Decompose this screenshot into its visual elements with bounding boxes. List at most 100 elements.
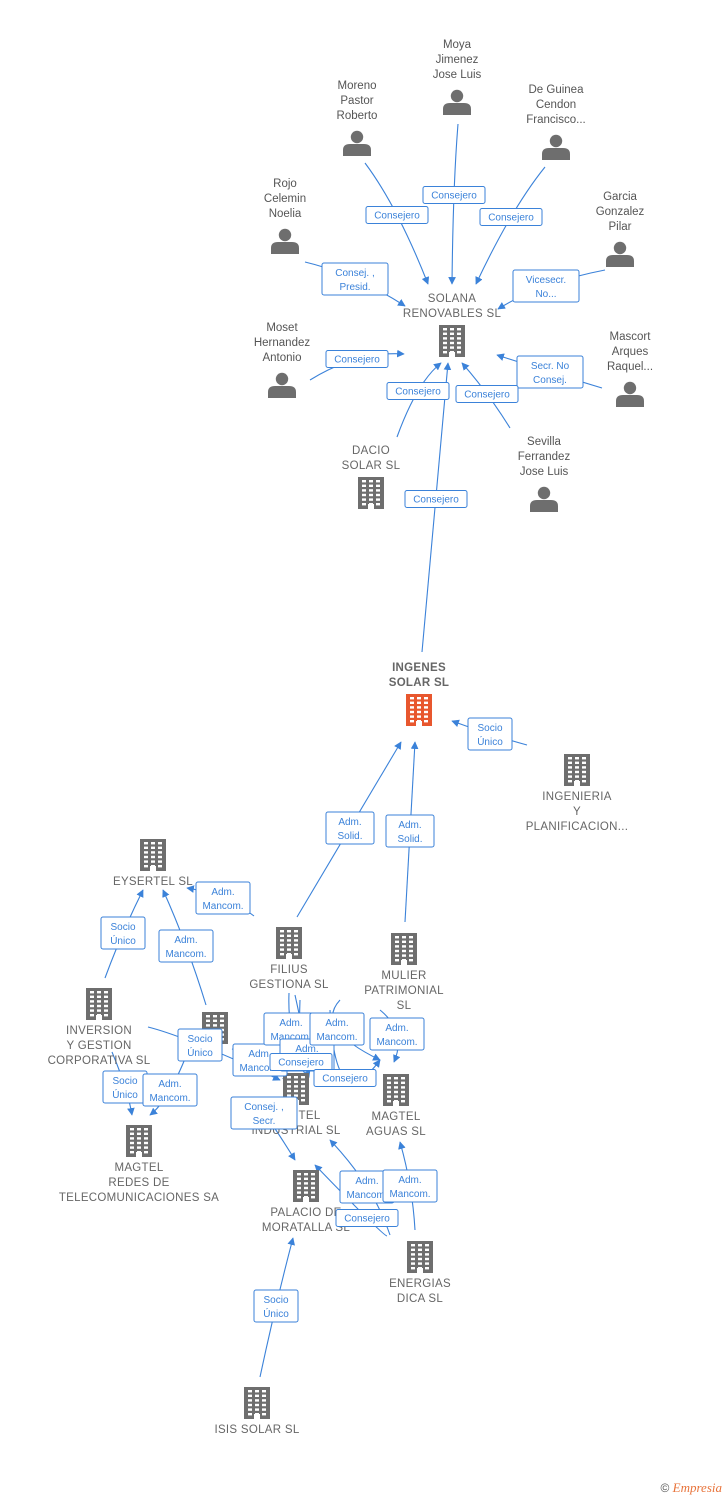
node-label[interactable]: FILIUS [270, 964, 308, 976]
relation-label[interactable]: Consejero [404, 490, 468, 508]
person-icon[interactable] [530, 486, 558, 512]
relation-label[interactable]: Consej. ,Secr. [230, 1096, 298, 1130]
node-label[interactable]: Ferrandez [518, 451, 571, 463]
node-label[interactable]: MORATALLA SL [262, 1222, 350, 1234]
node-label[interactable]: Roberto [337, 110, 378, 122]
node-label[interactable]: SOLAR SL [342, 460, 401, 472]
relation-label[interactable]: Consejero [313, 1069, 377, 1087]
node-deguinea[interactable]: De GuineaCendonFrancisco... [526, 84, 586, 160]
node-label[interactable]: DACIO [352, 445, 390, 457]
relation-label[interactable]: Consejero [335, 1209, 399, 1227]
node-label[interactable]: SOLAR SL [389, 677, 450, 689]
building-icon[interactable] [564, 754, 590, 786]
node-label[interactable]: SOLANA [428, 293, 476, 305]
node-label[interactable]: Arques [612, 346, 649, 358]
node-label[interactable]: SL [397, 1000, 412, 1012]
node-label[interactable]: Gonzalez [596, 206, 645, 218]
building-icon[interactable] [244, 1387, 270, 1419]
node-ingenieria[interactable]: INGENIERIA Y PLANIFICACION... [526, 754, 629, 833]
person-icon[interactable] [268, 372, 296, 398]
node-palacio[interactable]: PALACIO DE MORATALLA SL [262, 1170, 350, 1234]
node-label[interactable]: TELECOMUNICACIONES SA [59, 1192, 219, 1204]
node-label[interactable]: Cendon [536, 99, 576, 111]
person-icon[interactable] [443, 89, 471, 115]
node-label[interactable]: Celemin [264, 193, 306, 205]
node-label[interactable]: MAGTEL [371, 1111, 420, 1123]
relation-label[interactable]: Consejero [479, 208, 543, 226]
building-icon[interactable] [86, 988, 112, 1020]
node-label[interactable]: ISIS SOLAR SL [214, 1424, 299, 1436]
node-label[interactable]: Garcia [603, 191, 637, 203]
node-label[interactable]: PLANIFICACION... [526, 821, 629, 833]
relation-label[interactable]: Adm.Solid. [325, 811, 375, 845]
node-energias[interactable]: ENERGIAS DICA SL [389, 1241, 451, 1305]
building-icon[interactable] [358, 477, 384, 509]
person-icon[interactable] [343, 130, 371, 156]
node-label[interactable]: De Guinea [529, 84, 585, 96]
node-label[interactable]: Sevilla [527, 436, 561, 448]
relation-label[interactable]: Adm.Mancom. [142, 1073, 198, 1107]
relation-label[interactable]: Consej. ,Presid. [321, 262, 389, 296]
relation-label[interactable]: Adm.Mancom. [195, 881, 251, 915]
building-icon[interactable] [276, 927, 302, 959]
person-icon[interactable] [542, 134, 570, 160]
relation-label[interactable]: Consejero [269, 1053, 333, 1071]
node-label[interactable]: INGENES [392, 662, 446, 674]
relation-label[interactable]: Adm.Mancom. [158, 929, 214, 963]
node-label[interactable]: INGENIERIA [542, 791, 611, 803]
node-ingenes[interactable]: INGENES SOLAR SL [389, 662, 450, 726]
node-label[interactable]: ENERGIAS [389, 1278, 451, 1290]
node-label[interactable]: Antonio [262, 352, 301, 364]
node-label[interactable]: Y GESTION [66, 1040, 131, 1052]
node-mulier[interactable]: MULIER PATRIMONIAL SL [364, 933, 444, 1012]
relation-label[interactable]: Vicesecr.No... [512, 269, 580, 303]
relation-label[interactable]: Consejero [455, 385, 519, 403]
node-inversion[interactable]: INVERSION Y GESTION CORPORATIVA SL [48, 988, 151, 1067]
relation-label[interactable]: Adm.Mancom. [382, 1169, 438, 1203]
node-label[interactable]: MULIER [381, 970, 426, 982]
node-label[interactable]: EYSERTEL SL [113, 876, 193, 888]
building-icon[interactable] [439, 325, 465, 357]
node-label[interactable]: Raquel... [607, 361, 653, 373]
node-label[interactable]: INVERSION [66, 1025, 132, 1037]
node-label[interactable]: PATRIMONIAL [364, 985, 444, 997]
node-label[interactable]: Pastor [340, 95, 373, 107]
relation-label[interactable]: Adm.Mancom. [369, 1017, 425, 1051]
node-label[interactable]: DICA SL [397, 1293, 444, 1305]
node-label[interactable]: Jimenez [436, 54, 479, 66]
node-label[interactable]: RENOVABLES SL [403, 308, 502, 320]
node-label[interactable]: Hernandez [254, 337, 311, 349]
building-icon[interactable] [406, 694, 432, 726]
node-label[interactable]: Y [573, 806, 581, 818]
brand-logo[interactable]: Empresia [672, 1480, 722, 1495]
node-label[interactable]: Francisco... [526, 114, 585, 126]
node-label[interactable]: Jose Luis [433, 69, 482, 81]
node-label[interactable]: Pilar [608, 221, 631, 233]
node-isis[interactable]: ISIS SOLAR SL [214, 1387, 300, 1436]
node-solana[interactable]: SOLANA RENOVABLES SL [403, 293, 502, 357]
building-icon[interactable] [140, 839, 166, 871]
node-label[interactable]: PALACIO DE [270, 1207, 341, 1219]
node-label[interactable]: Jose Luis [520, 466, 569, 478]
relation-label[interactable]: Consejero [422, 186, 486, 204]
relation-label[interactable]: Adm.Mancom. [339, 1170, 395, 1204]
building-icon[interactable] [391, 933, 417, 965]
node-label[interactable]: CORPORATIVA SL [48, 1055, 151, 1067]
node-dacio[interactable]: DACIO SOLAR SL [342, 445, 401, 509]
relation-label[interactable]: Consejero [365, 206, 429, 224]
node-label[interactable]: Rojo [273, 178, 297, 190]
person-icon[interactable] [616, 381, 644, 407]
node-label[interactable]: Noelia [269, 208, 302, 220]
